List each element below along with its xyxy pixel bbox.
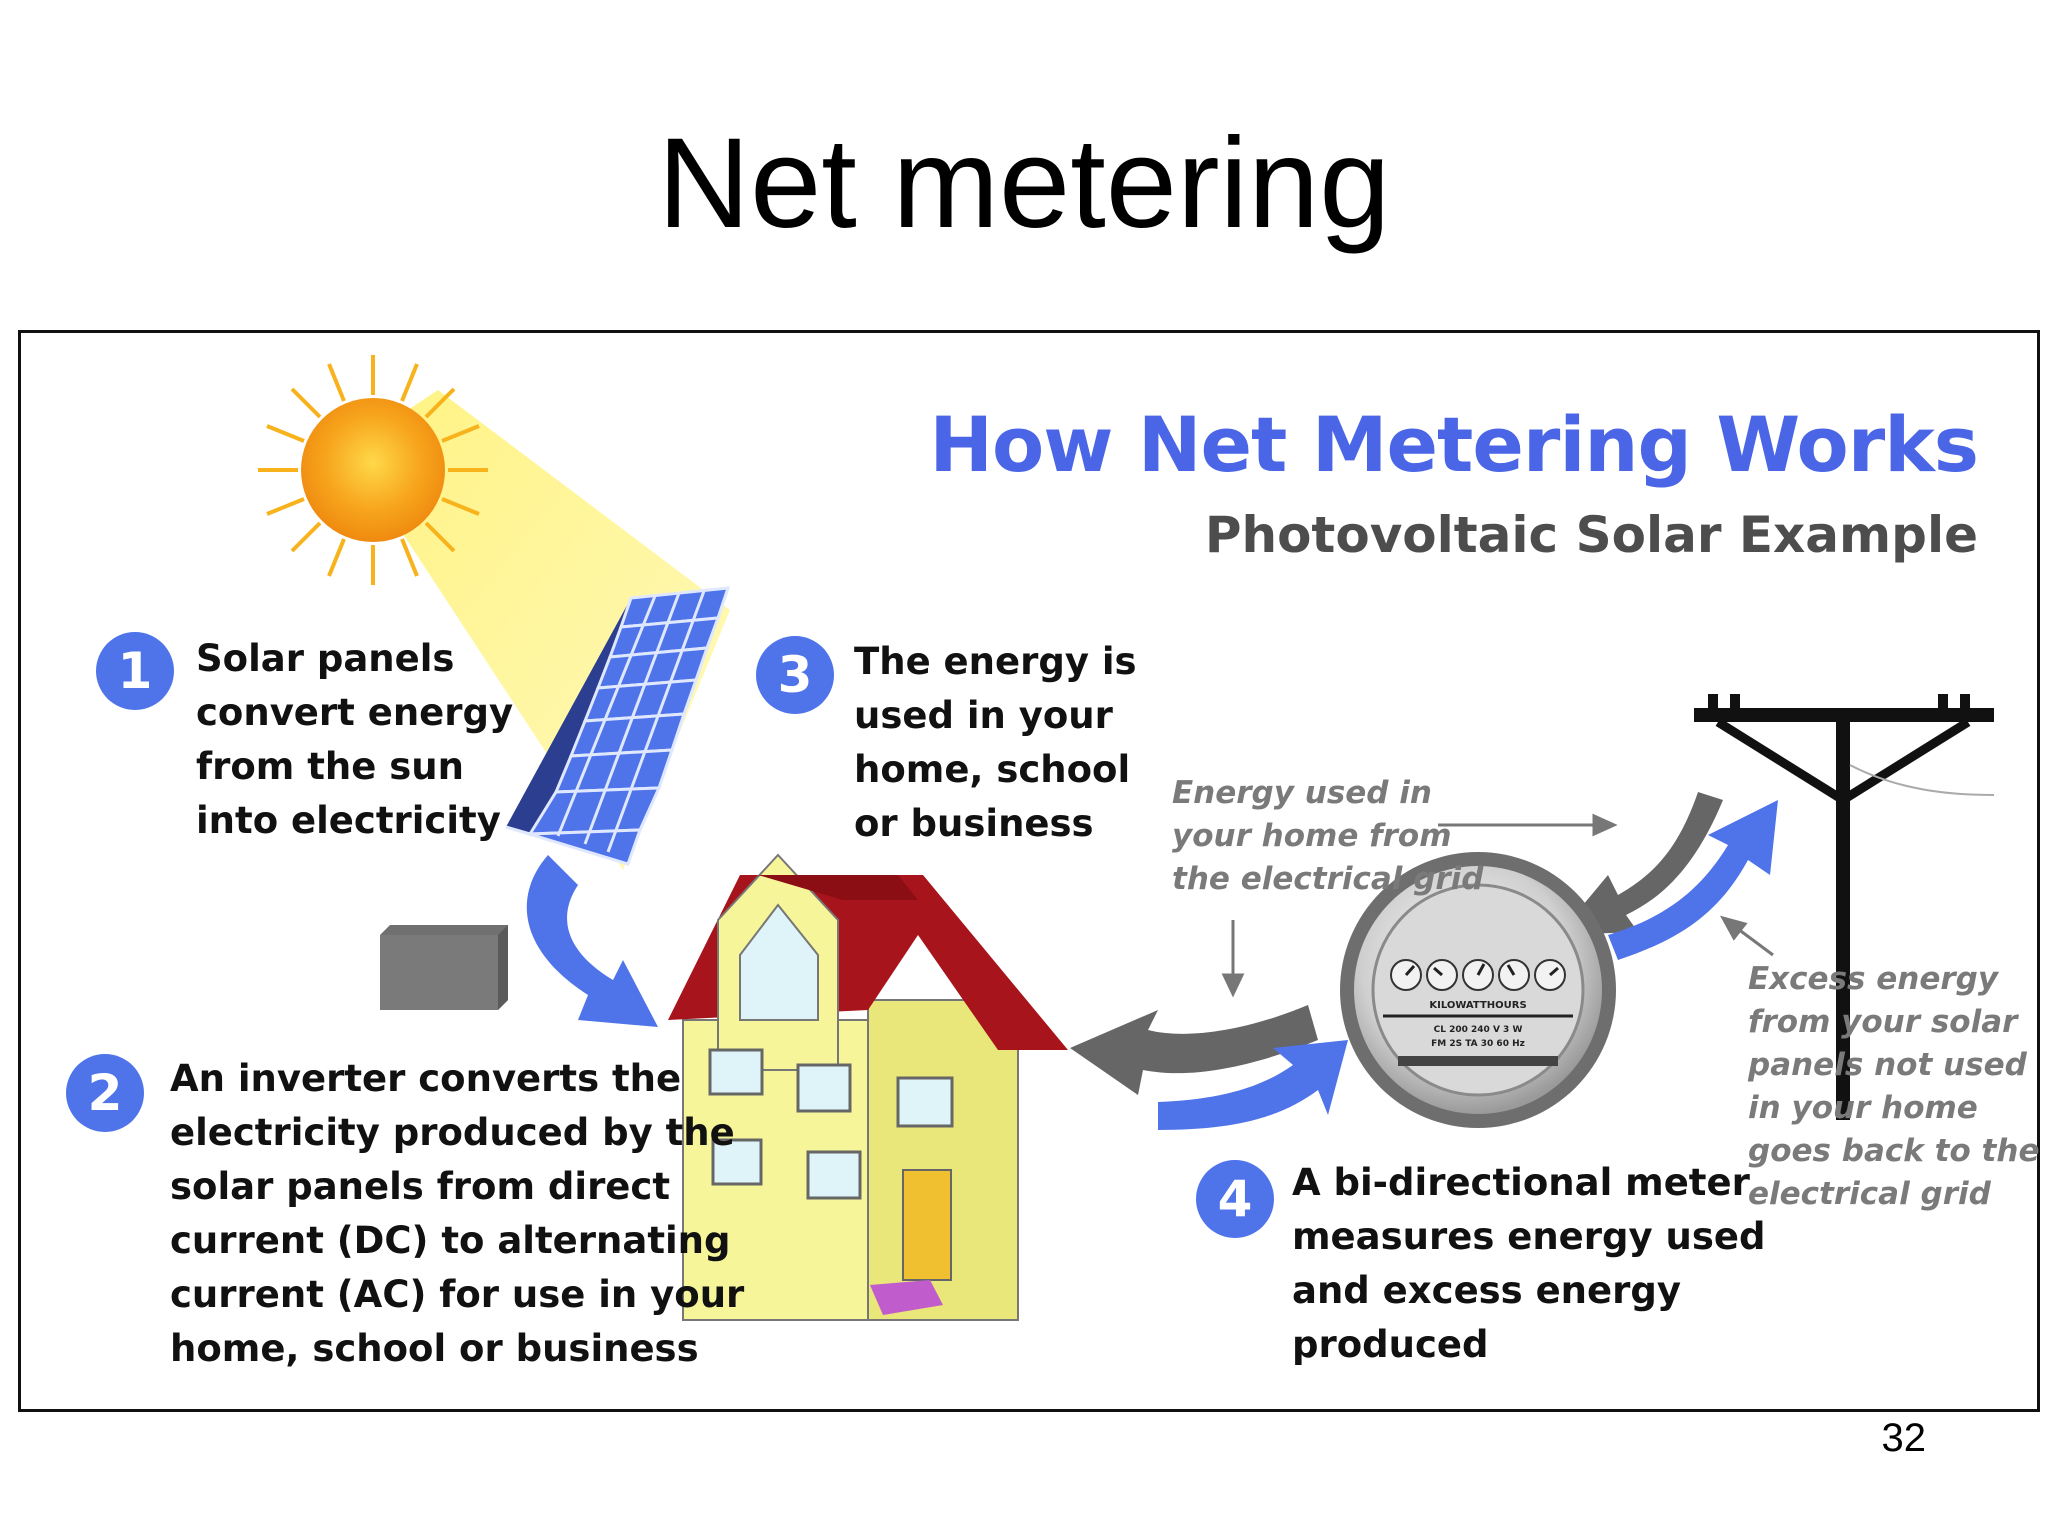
step-3-text: The energy is used in your home, school … bbox=[854, 640, 1137, 845]
step-4-badge: 4 bbox=[1196, 1160, 1274, 1238]
panel-to-house-arrow bbox=[526, 855, 658, 1027]
step-1-text: Solar panels convert energy from the sun… bbox=[196, 637, 514, 842]
utility-pole-icon bbox=[1694, 694, 1995, 1120]
grid-to-home-note: Energy used in your home from the electr… bbox=[1172, 775, 1484, 897]
meter-icon: KILOWATTHOURS CL 200 240 V 3 W FM 2S TA … bbox=[1340, 852, 1616, 1128]
step-1-badge: 1 bbox=[96, 632, 174, 710]
step-3-badge: 3 bbox=[756, 636, 834, 714]
diagram-art: KILOWATTHOURS CL 200 240 V 3 W FM 2S TA … bbox=[258, 355, 1995, 1321]
step-2-text: An inverter converts the electricity pro… bbox=[170, 1057, 745, 1370]
house-icon bbox=[668, 853, 1068, 1321]
sun-icon bbox=[258, 355, 488, 585]
meter-spec-2: FM 2S TA 30 60 Hz bbox=[1431, 1039, 1525, 1049]
pole-to-meter-arrow bbox=[1558, 792, 1723, 935]
meter-to-pole-arrow bbox=[1608, 800, 1778, 960]
meter-label: KILOWATTHOURS bbox=[1429, 1000, 1526, 1011]
step-2-badge: 2 bbox=[66, 1054, 144, 1132]
inverter-icon bbox=[380, 925, 508, 1010]
meter-spec-1: CL 200 240 V 3 W bbox=[1434, 1025, 1523, 1035]
step-4-text: A bi-directional meter measures energy u… bbox=[1292, 1161, 1766, 1366]
house-to-meter-arrow bbox=[1158, 1040, 1348, 1130]
diagram-subheading: Photovoltaic Solar Example bbox=[1204, 506, 1978, 564]
slide-title: Net metering bbox=[657, 112, 1391, 255]
page-number: 32 bbox=[1881, 1416, 1927, 1460]
solar-panel-icon bbox=[505, 586, 731, 866]
excess-to-grid-note: Excess energy from your solar panels not… bbox=[1748, 961, 2040, 1212]
pointer-lines bbox=[1221, 813, 1774, 998]
diagram-heading: How Net Metering Works bbox=[929, 400, 1979, 489]
meter-to-house-arrow bbox=[1070, 1005, 1318, 1095]
